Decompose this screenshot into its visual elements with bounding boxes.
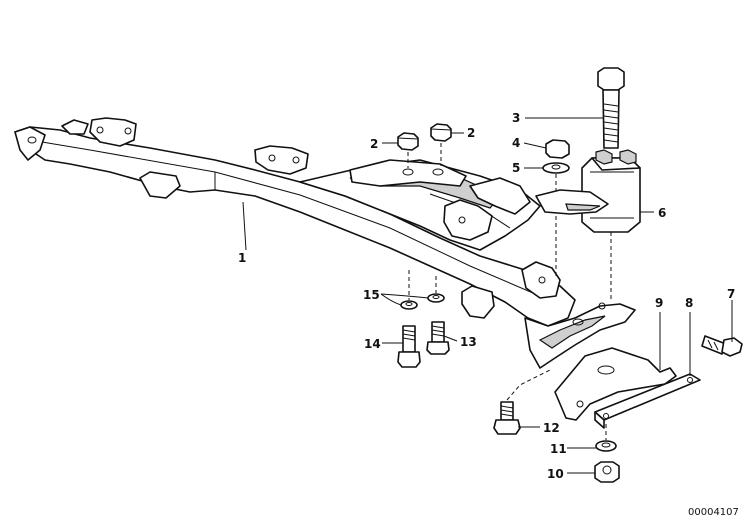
washer-5 [542, 162, 570, 174]
hex-bolt-3 [597, 67, 625, 149]
callout-2-right: 2 [467, 126, 475, 140]
callout-8: 8 [685, 296, 693, 310]
hex-nut-2-left [397, 132, 419, 151]
callout-7: 7 [727, 287, 735, 301]
support-bracket-9 [554, 347, 677, 421]
hex-nut-4 [545, 139, 570, 159]
hex-bolt-13 [426, 321, 450, 355]
callout-14: 14 [364, 337, 381, 351]
callout-9: 9 [655, 296, 663, 310]
callout-2-left: 2 [370, 137, 378, 151]
hex-bolt-14 [397, 325, 421, 368]
callout-13: 13 [460, 335, 477, 349]
washer-15-right [427, 293, 445, 303]
engine-mount-6 [535, 149, 641, 233]
callout-3: 3 [512, 111, 520, 125]
hex-nut-10 [594, 461, 620, 483]
front-axle-carrier-crossmember [14, 117, 636, 369]
diagram-reference-number: 00004107 [688, 507, 739, 518]
callout-1: 1 [238, 251, 246, 265]
callout-11: 11 [550, 442, 567, 456]
support-strap-8 [594, 373, 701, 429]
callout-4: 4 [512, 136, 520, 150]
callout-6: 6 [658, 206, 666, 220]
callout-15: 15 [363, 288, 380, 302]
callout-10: 10 [547, 467, 564, 481]
callout-12: 12 [543, 421, 560, 435]
leader-lines [242, 117, 733, 474]
hex-bolt-7 [701, 335, 743, 357]
washer-11 [595, 440, 617, 452]
hex-nut-2-right [430, 123, 452, 142]
callout-5: 5 [512, 161, 520, 175]
hex-bolt-12 [493, 401, 521, 435]
washer-15-left [400, 300, 418, 310]
